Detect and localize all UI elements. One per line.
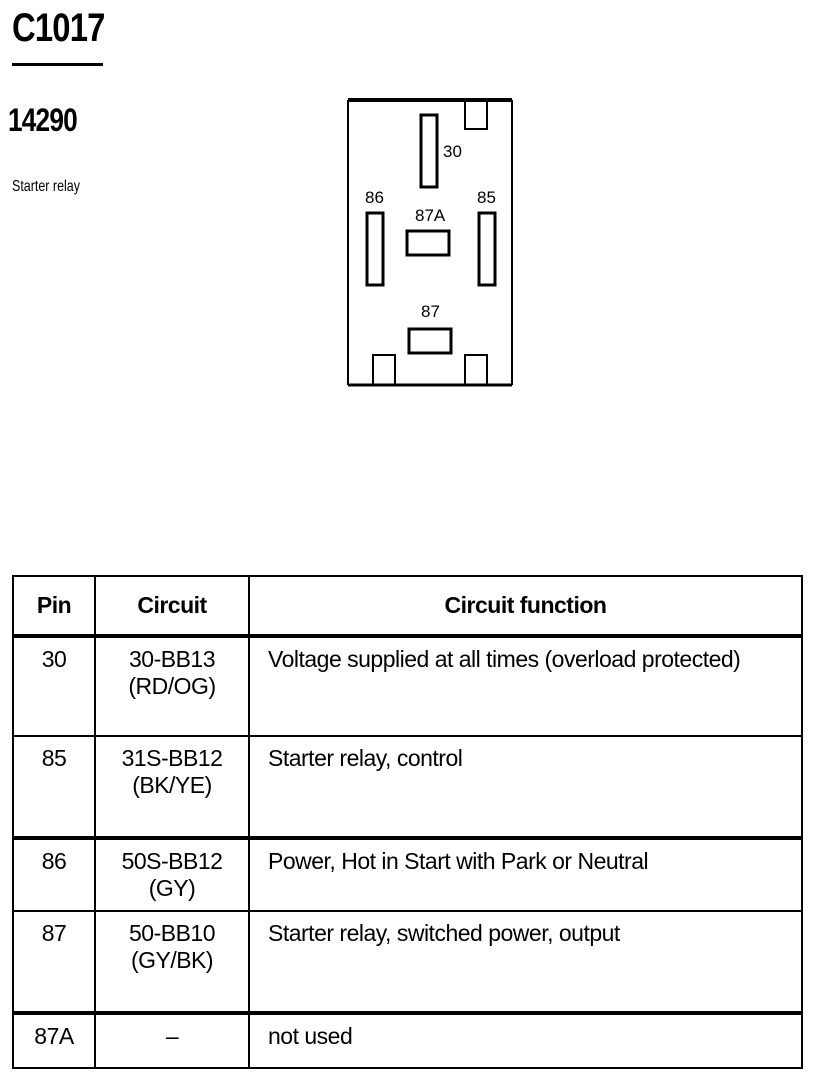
table-row: 85 31S-BB12 (BK/YE) Starter relay, contr…: [12, 735, 803, 840]
terminal-87A: [405, 229, 451, 257]
pin-cell: 86: [12, 837, 96, 912]
pin-label-85: 85: [477, 188, 496, 207]
pin-label-87: 87: [421, 302, 440, 321]
pin-cell: 87A: [12, 1012, 96, 1069]
header-circuit: Circuit: [94, 575, 250, 637]
pin-cell: 30: [12, 634, 96, 737]
terminal-85: [477, 211, 497, 287]
header-circuit-function: Circuit function: [248, 575, 803, 637]
wire-color: (GY/BK): [130, 947, 214, 973]
table-row: 87A – not used: [12, 1012, 803, 1069]
table-header-row: Pin Circuit Circuit function: [12, 575, 803, 637]
key-notch-top: [464, 101, 488, 130]
key-notch-bottom-left: [372, 354, 396, 385]
circuit-code: 30-BB13: [128, 646, 216, 672]
part-number: 14290: [8, 102, 78, 138]
wire-color: (BK/YE): [132, 772, 212, 798]
function-cell: Power, Hot in Start with Park or Neutral: [248, 837, 803, 912]
pin-cell: 85: [12, 735, 96, 840]
function-cell: Voltage supplied at all times (overload …: [248, 634, 803, 737]
circuit-code: –: [165, 1023, 179, 1049]
wire-color: (RD/OG): [128, 673, 216, 699]
pin-cell: 87: [12, 910, 96, 1015]
key-notch-bottom-right: [464, 354, 488, 385]
title-underline: [12, 63, 103, 66]
pin-label-30: 30: [443, 142, 462, 161]
circuit-cell: –: [94, 1012, 250, 1069]
terminal-30: [419, 113, 439, 189]
table-row: 86 50S-BB12 (GY) Power, Hot in Start wit…: [12, 837, 803, 912]
pin-label-86: 86: [365, 188, 384, 207]
pin-table: Pin Circuit Circuit function 30 30-BB13 …: [12, 575, 803, 1069]
circuit-code: 50S-BB12 (GY): [121, 848, 223, 901]
function-cell: not used: [248, 1012, 803, 1069]
table-row: 87 50-BB10 (GY/BK) Starter relay, switch…: [12, 910, 803, 1015]
function-cell: Starter relay, switched power, output: [248, 910, 803, 1015]
table-row: 30 30-BB13 (RD/OG) Voltage supplied at a…: [12, 634, 803, 737]
connector-housing: [347, 100, 513, 385]
circuit-cell: 50-BB10 (GY/BK): [94, 910, 250, 1015]
pin-label-87A: 87A: [415, 206, 446, 225]
relay-connector-diagram: 30 86 85 87A 87: [347, 98, 513, 387]
terminal-87: [407, 327, 453, 355]
terminal-86: [365, 211, 385, 287]
function-cell: Starter relay, control: [248, 735, 803, 840]
part-description: Starter relay: [12, 178, 80, 195]
circuit-code: 50-BB10: [128, 920, 216, 946]
connector-id: C1017: [12, 6, 105, 50]
circuit-cell: 30-BB13 (RD/OG): [94, 634, 250, 737]
header-pin: Pin: [12, 575, 96, 637]
circuit-cell: 50S-BB12 (GY): [94, 837, 250, 912]
circuit-code: 31S-BB12: [121, 745, 223, 771]
circuit-cell: 31S-BB12 (BK/YE): [94, 735, 250, 840]
